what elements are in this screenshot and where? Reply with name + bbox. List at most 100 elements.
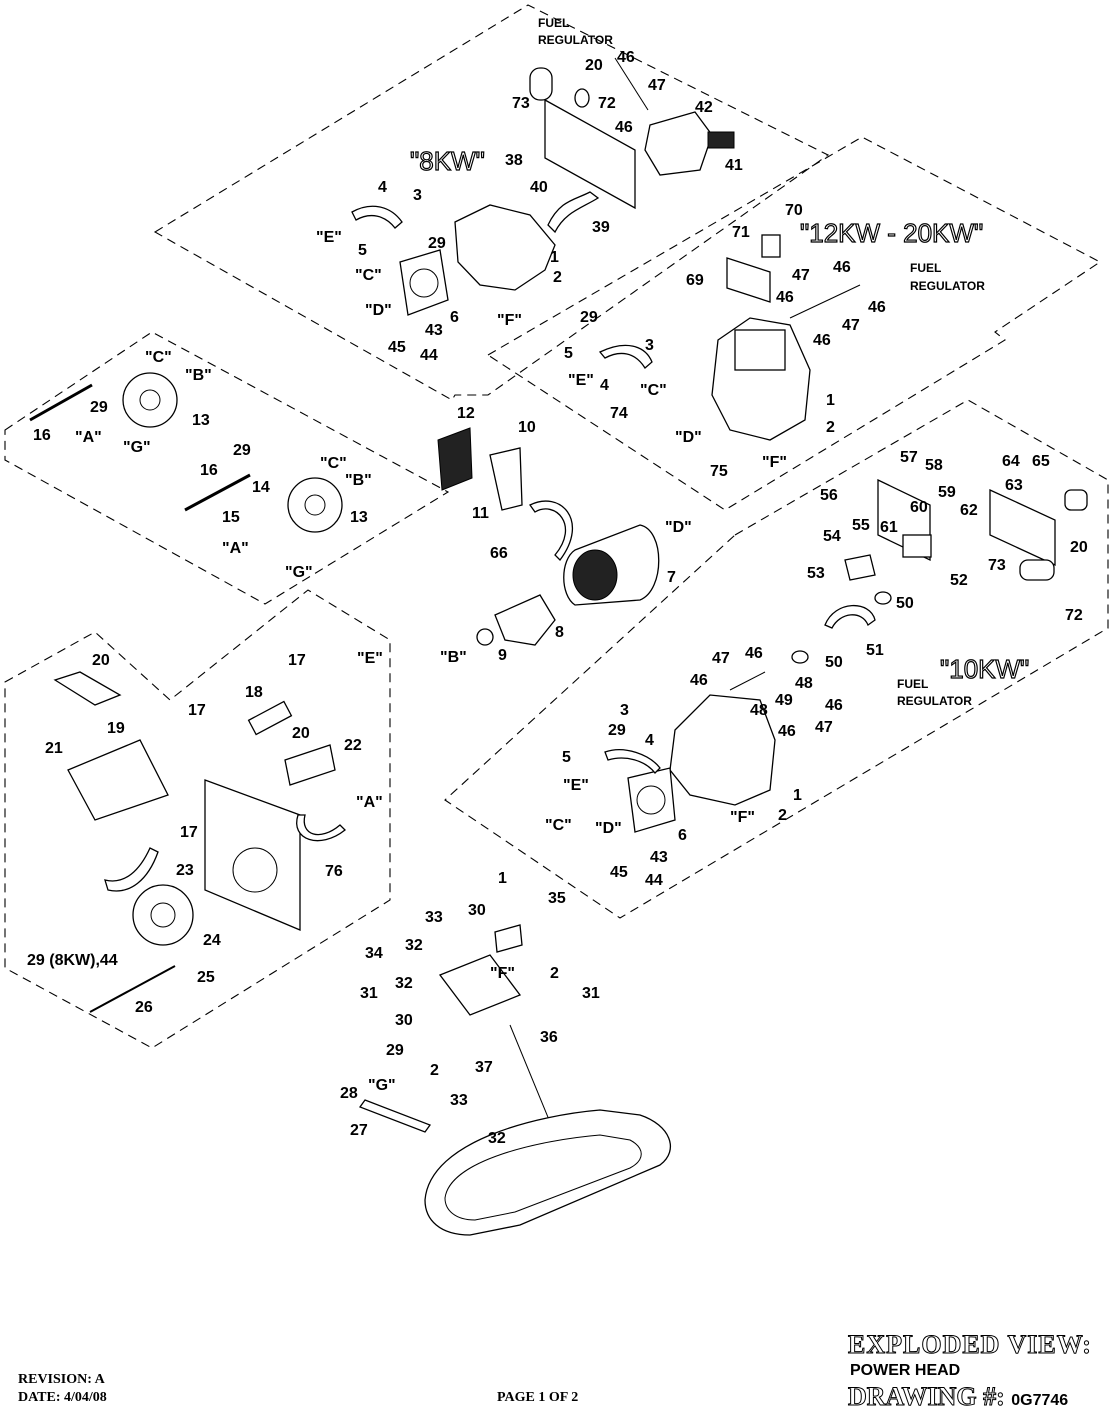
svg-text:22: 22 xyxy=(344,737,362,754)
heat-shield-22 xyxy=(284,744,336,786)
svg-text:"A": "A" xyxy=(75,429,102,446)
group-boundary-12-20kw xyxy=(486,136,1102,511)
svg-text:27: 27 xyxy=(350,1122,368,1139)
svg-text:42: 42 xyxy=(695,99,713,116)
svg-text:"G": "G" xyxy=(285,564,313,581)
svg-text:"D": "D" xyxy=(675,429,702,446)
svg-text:46: 46 xyxy=(868,299,886,316)
svg-text:13: 13 xyxy=(350,509,368,526)
adapter-plate-6-10kw xyxy=(627,767,676,833)
fuel-regulator-text-8kw-2: REGULATOR xyxy=(538,33,613,47)
fuel-regulator-text-8kw-1: FUEL xyxy=(538,16,569,30)
svg-text:"E": "E" xyxy=(357,650,383,667)
svg-text:13: 13 xyxy=(192,412,210,429)
svg-text:1: 1 xyxy=(550,249,559,266)
fuel-filter-73-10kw xyxy=(1019,559,1055,581)
engine-10kw xyxy=(669,694,776,806)
svg-text:16: 16 xyxy=(200,462,218,479)
svg-text:34: 34 xyxy=(365,945,383,962)
kw8-title: "8KW" xyxy=(410,146,485,176)
svg-text:21: 21 xyxy=(45,740,63,757)
svg-text:45: 45 xyxy=(610,864,628,881)
svg-text:15: 15 xyxy=(222,509,240,526)
svg-text:59: 59 xyxy=(938,484,956,501)
svg-text:"D": "D" xyxy=(365,302,392,319)
svg-text:52: 52 xyxy=(950,572,968,589)
svg-text:73: 73 xyxy=(988,557,1006,574)
title-power-head: POWER HEAD xyxy=(850,1362,961,1379)
svg-text:72: 72 xyxy=(1065,607,1083,624)
carrier-upper xyxy=(122,372,178,428)
rotor-8 xyxy=(494,594,556,646)
band-76 xyxy=(296,814,346,842)
svg-text:"E": "E" xyxy=(568,372,594,389)
svg-text:32: 32 xyxy=(488,1130,506,1147)
engine-8kw xyxy=(454,204,556,291)
svg-text:40: 40 xyxy=(530,179,548,196)
page-indicator: PAGE 1 OF 2 xyxy=(497,1390,579,1405)
oring-50-lower xyxy=(791,650,809,664)
svg-text:18: 18 xyxy=(245,684,263,701)
svg-text:46: 46 xyxy=(776,289,794,306)
callouts-center: 12 10 11 "D" 66 7 8 "B" 9 xyxy=(440,405,692,666)
svg-text:25: 25 xyxy=(197,969,215,986)
rod-26 xyxy=(89,965,176,1013)
svg-text:47: 47 xyxy=(842,317,860,334)
tube-47 xyxy=(789,284,861,319)
svg-text:66: 66 xyxy=(490,545,508,562)
svg-text:4: 4 xyxy=(645,732,654,749)
oring-50-upper xyxy=(874,591,892,605)
svg-text:24: 24 xyxy=(203,932,221,949)
svg-text:8: 8 xyxy=(555,624,564,641)
svg-text:28: 28 xyxy=(340,1085,358,1102)
group-center-alternator: 12 10 11 "D" 66 7 8 "B" 9 xyxy=(437,405,692,666)
engine-top-block xyxy=(734,329,786,371)
svg-text:37: 37 xyxy=(475,1059,493,1076)
svg-text:"C": "C" xyxy=(355,267,382,284)
svg-text:47: 47 xyxy=(712,650,730,667)
svg-text:"D": "D" xyxy=(595,820,622,837)
svg-text:50: 50 xyxy=(825,654,843,671)
group-left-stator: "C" "B" 29 16 13 "A" "G" 29 "C" 16 14 "B… xyxy=(29,349,372,581)
svg-text:73: 73 xyxy=(512,95,530,112)
svg-text:12: 12 xyxy=(457,405,475,422)
fitting-41 xyxy=(707,131,735,149)
svg-text:"F": "F" xyxy=(497,312,522,329)
adapter-plate-6 xyxy=(399,249,449,316)
base-frame-inner xyxy=(444,1134,642,1221)
bracket-34 xyxy=(438,954,522,1016)
bracket-63 xyxy=(989,488,1056,567)
svg-text:5: 5 xyxy=(358,242,367,259)
svg-text:2: 2 xyxy=(826,419,835,436)
fuel-filter-73 xyxy=(529,67,553,101)
svg-text:43: 43 xyxy=(650,849,668,866)
callouts-12-20kw: 70 71 46 69 47 46 46 47 46 29 5 3 "E" 4 … xyxy=(564,202,886,480)
svg-text:5: 5 xyxy=(564,345,573,362)
svg-text:20: 20 xyxy=(585,57,603,74)
leader xyxy=(614,57,649,111)
svg-text:55: 55 xyxy=(852,517,870,534)
group-boundary-left xyxy=(4,331,450,605)
plate-hole-10kw xyxy=(636,785,666,815)
part-71 xyxy=(761,234,781,258)
svg-text:76: 76 xyxy=(325,863,343,880)
bar-28 xyxy=(358,1099,432,1133)
date-text: DATE: 4/04/08 xyxy=(18,1390,107,1405)
heat-shield-20 xyxy=(53,671,122,706)
bracket-69 xyxy=(726,257,771,303)
base-frame xyxy=(424,1109,671,1236)
muffler-21 xyxy=(67,739,169,821)
svg-text:48: 48 xyxy=(795,675,813,692)
svg-text:17: 17 xyxy=(188,702,206,719)
hose-51 xyxy=(824,604,876,629)
revision-text: REVISION: A xyxy=(18,1372,105,1387)
fan-24-hub xyxy=(150,902,176,928)
svg-text:20: 20 xyxy=(92,652,110,669)
svg-text:"A": "A" xyxy=(356,794,383,811)
pipe-23 xyxy=(104,847,159,892)
svg-text:3: 3 xyxy=(620,702,629,719)
callouts-10kw: 57 58 64 65 56 60 59 63 55 61 62 54 53 5… xyxy=(545,449,1088,889)
fitting-65 xyxy=(1064,489,1088,511)
plate-hole xyxy=(409,268,439,298)
group-10kw: FUEL REGULATOR "10KW" 57 58 64 65 56 60 … xyxy=(545,449,1088,889)
